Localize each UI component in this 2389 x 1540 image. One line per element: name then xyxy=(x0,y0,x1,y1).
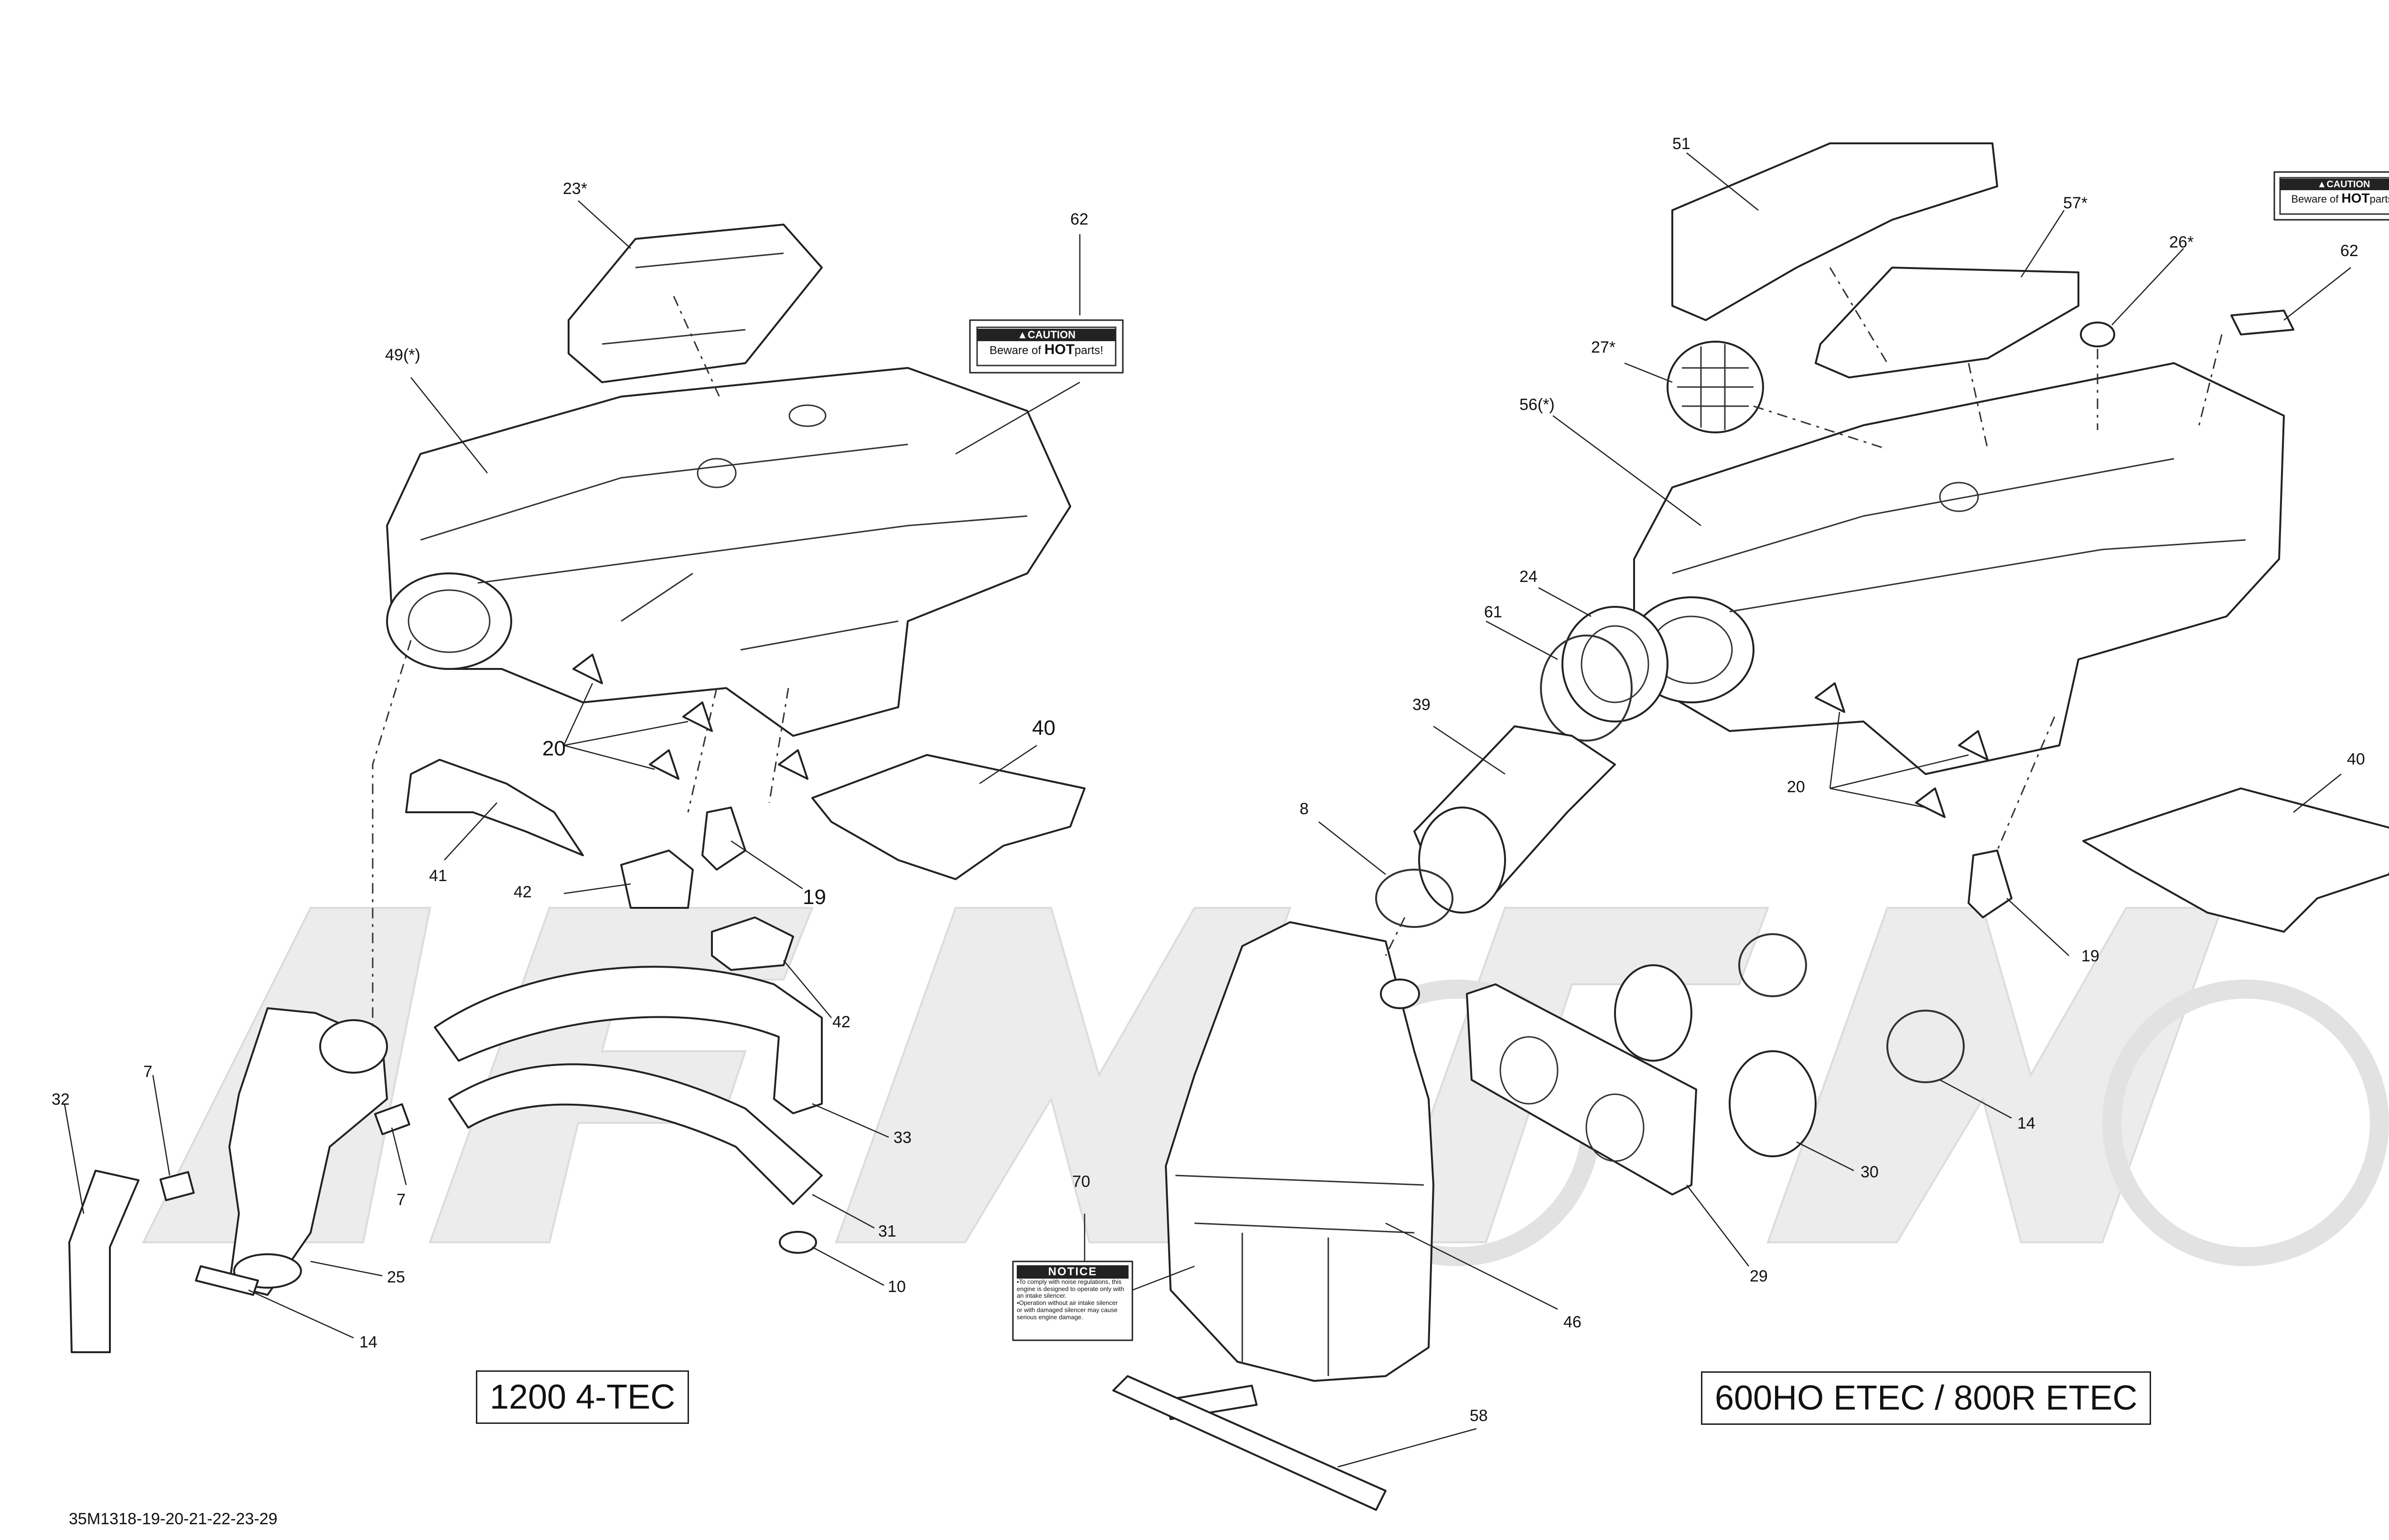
callout-33: 33 xyxy=(893,1129,912,1147)
part-40-heat-shield-right xyxy=(2082,787,2389,933)
callout-57: 57* xyxy=(2063,194,2088,212)
caution-text: Beware of HOTparts! xyxy=(989,342,1104,358)
callout-20-left: 20 xyxy=(542,737,566,760)
callout-39: 39 xyxy=(1412,696,1431,714)
callout-56: 56(*) xyxy=(1519,396,1555,414)
notice-header: NOTICE xyxy=(1017,1265,1129,1279)
caution-label-right: ▲CAUTION Beware of HOTparts! xyxy=(2280,179,2389,206)
part-25-intake-elbow xyxy=(228,1007,388,1296)
callout-14-left: 14 xyxy=(359,1333,377,1351)
callout-27: 27* xyxy=(1591,338,1616,356)
callout-40-left: 40 xyxy=(1032,716,1055,740)
callout-49: 49(*) xyxy=(385,346,420,364)
callout-23: 23* xyxy=(563,180,588,198)
callout-10: 10 xyxy=(888,1278,906,1296)
callout-25: 25 xyxy=(387,1268,405,1286)
callout-26: 26* xyxy=(2169,233,2194,251)
callout-19-right: 19 xyxy=(2081,947,2099,965)
part-42-retainers xyxy=(620,850,794,971)
part-20-clips-right xyxy=(1815,682,1989,818)
part-30-couplers xyxy=(1614,964,1817,1157)
part-33-hose xyxy=(434,966,823,1114)
callout-32: 32 xyxy=(52,1090,70,1109)
callout-20-right: 20 xyxy=(1787,778,1805,796)
notice-line: ▪To comply with noise regulations, this xyxy=(1017,1278,1122,1285)
caution-label-left: ▲CAUTION Beware of HOTparts! xyxy=(977,329,1116,358)
part-27-screen xyxy=(1667,341,1764,433)
part-41-bracket xyxy=(405,759,584,856)
part-29-plate xyxy=(1466,983,1697,1195)
callout-62-left: 62 xyxy=(1070,210,1088,228)
caution-header: ▲CAUTION xyxy=(2280,179,2389,190)
callout-41: 41 xyxy=(429,867,447,885)
caution-text: Beware of HOTparts! xyxy=(2291,191,2389,205)
caution-header: ▲CAUTION xyxy=(977,329,1116,342)
part-32-drain-hose xyxy=(68,1170,140,1353)
part-56-airbox-housing-right xyxy=(1628,362,2285,775)
part-26-grommet xyxy=(2080,322,2115,347)
callout-30: 30 xyxy=(1861,1163,1879,1181)
part-49-airbox-housing-left xyxy=(386,367,1071,737)
callout-19-left: 19 xyxy=(803,885,826,909)
callout-29: 29 xyxy=(1750,1267,1768,1285)
notice-line: an intake silencer. xyxy=(1017,1292,1067,1300)
part-40-heat-shield-left xyxy=(811,754,1086,880)
part-8-o-ring xyxy=(1375,869,1453,928)
notice-line: engine is designed to operate only with xyxy=(1017,1285,1124,1292)
callout-7-b: 7 xyxy=(397,1191,406,1209)
part-10-clamp xyxy=(779,1231,817,1254)
part-23-cover-left xyxy=(568,224,823,383)
part-46-silencer-body xyxy=(1165,921,1434,1382)
callout-42-a: 42 xyxy=(514,883,532,901)
part-19-bumper-left xyxy=(701,807,746,871)
variant-label-etec: 600HO ETEC / 800R ETEC xyxy=(1701,1371,2152,1425)
part-39-intake-tube xyxy=(1413,725,1616,914)
part-58-foam-pads xyxy=(1112,1375,1387,1511)
part-20-clips-left xyxy=(572,654,808,780)
callout-14-right: 14 xyxy=(2017,1114,2035,1132)
callout-7-a: 7 xyxy=(143,1063,152,1081)
part-7-connectors xyxy=(159,1103,410,1201)
notice-label: NOTICE ▪To comply with noise regulations… xyxy=(1017,1265,1129,1321)
callout-62-right: 62 xyxy=(2340,242,2358,260)
part-24-ring xyxy=(1561,606,1668,722)
part-57-cover-right xyxy=(1815,267,2079,378)
part-31-breather-hose xyxy=(448,1063,823,1205)
callout-58: 58 xyxy=(1470,1407,1488,1425)
callout-24: 24 xyxy=(1519,568,1538,586)
notice-line: or with damaged silencer may cause xyxy=(1017,1306,1118,1314)
callout-8: 8 xyxy=(1300,800,1309,818)
callout-51: 51 xyxy=(1672,135,1690,153)
part-14-clamps-right xyxy=(1738,933,1965,1083)
callout-42-b: 42 xyxy=(832,1013,850,1031)
part-14-clamp-strip-left xyxy=(195,1265,259,1296)
callout-31: 31 xyxy=(878,1222,896,1240)
part-61-seal xyxy=(1540,635,1633,742)
callout-40-right: 40 xyxy=(2347,750,2365,768)
watermark-logo xyxy=(141,907,2389,1266)
variant-label-1200-4tec: 1200 4-TEC xyxy=(476,1370,689,1424)
callout-61: 61 xyxy=(1484,603,1502,621)
callout-46: 46 xyxy=(1563,1313,1582,1331)
diagram-code: 35M1318-19-20-21-22-23-29 xyxy=(69,1510,278,1528)
part-19-bumper-right xyxy=(1968,850,2012,918)
leader-lines xyxy=(64,152,2351,1468)
notice-line: ▪Operation without air intake silencer xyxy=(1017,1299,1118,1307)
part-51-duct-cover xyxy=(1671,142,1998,321)
notice-line: serious engine damage. xyxy=(1017,1314,1083,1321)
callout-70: 70 xyxy=(1072,1173,1090,1191)
